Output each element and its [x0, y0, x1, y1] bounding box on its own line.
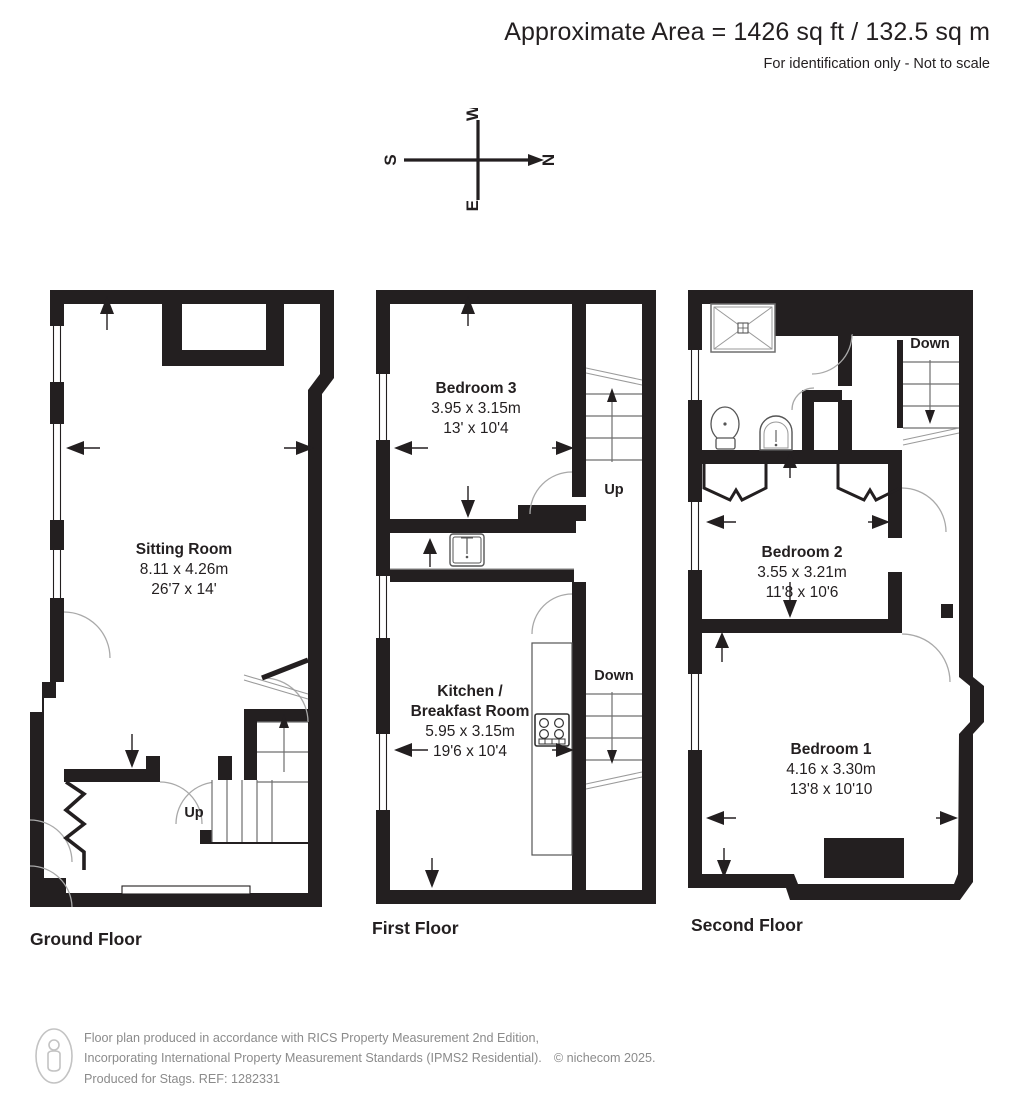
ground-floor-dimension-arrows [66, 296, 314, 768]
footer-line-1: Floor plan produced in accordance with R… [84, 1031, 540, 1045]
ground-floor-plan: Up [22, 282, 352, 907]
footer-text-block: Floor plan produced in accordance with R… [84, 1025, 656, 1089]
compass-west: W [463, 108, 482, 121]
first-floor-plan: Up Down [366, 282, 666, 907]
basin-icon [759, 415, 793, 451]
footer-copyright: © nichecom 2025. [553, 1051, 656, 1066]
ground-floor-step-connector [63, 780, 87, 870]
ground-floor-doors [29, 611, 309, 907]
page-title: Approximate Area = 1426 sq ft / 132.5 sq… [504, 18, 990, 46]
first-stair-label-down: Down [594, 668, 633, 684]
room-dim-imperial: 11'8 x 10'6 [766, 584, 839, 601]
hob-icon [534, 713, 570, 747]
room-dim-metric: 5.95 x 3.15m [425, 723, 515, 740]
room-dim-imperial: 26'7 x 14' [151, 581, 216, 598]
toilet-icon [710, 406, 740, 450]
header-subtitle: For identification only - Not to scale [763, 56, 990, 72]
second-floor-walls [688, 290, 984, 900]
floor-label-first: First Floor [372, 918, 459, 938]
room-name: Bedroom 1 [791, 741, 872, 758]
ground-floor-rear-bay [100, 844, 308, 895]
room-dim-imperial: 13'8 x 10'10 [790, 781, 873, 798]
person-icon [34, 1027, 74, 1085]
floor-label-second: Second Floor [691, 915, 803, 935]
second-floor-dimension-arrows [706, 452, 958, 878]
compass-east: E [463, 200, 482, 211]
room-name-line2: Breakfast Room [411, 703, 530, 720]
room-name: Bedroom 2 [762, 544, 843, 561]
ground-floor-windows [50, 326, 64, 598]
first-stair-label-up: Up [604, 482, 623, 498]
second-floor-windows [688, 350, 702, 750]
room-dim-metric: 3.55 x 3.21m [757, 564, 847, 581]
header: Approximate Area = 1426 sq ft / 132.5 sq… [504, 18, 990, 72]
footer-line-2-text: Incorporating International Property Mea… [84, 1051, 542, 1066]
kitchen-sink-icon [390, 533, 574, 570]
room-name: Kitchen / [437, 683, 503, 700]
second-stair-label-down: Down [910, 336, 949, 352]
room-label-sitting-room: Sitting Room 8.11 x 4.26m 26'7 x 14' [136, 541, 232, 598]
room-dim-imperial: 13' x 10'4 [443, 420, 509, 437]
room-label-bedroom-2: Bedroom 2 3.55 x 3.21m 11'8 x 10'6 [757, 544, 847, 601]
room-dim-metric: 3.95 x 3.15m [431, 400, 521, 417]
ground-stair-label-up: Up [184, 805, 203, 821]
room-dim-imperial: 19'6 x 10'4 [433, 743, 507, 760]
room-dim-metric: 4.16 x 3.30m [786, 761, 876, 778]
second-floor-staircase-down: Down [902, 336, 960, 446]
compass-rose: W E S N [376, 108, 576, 213]
compass-south: S [381, 154, 400, 165]
footer: Floor plan produced in accordance with R… [34, 1025, 656, 1089]
footer-line-3: Produced for Stags. REF: 1282331 [84, 1071, 281, 1086]
room-name: Bedroom 3 [436, 380, 517, 397]
first-floor-staircase-up: Up [585, 367, 643, 498]
room-label-bedroom-3: Bedroom 3 3.95 x 3.15m 13' x 10'4 [431, 380, 521, 437]
floor-label-ground: Ground Floor [30, 929, 142, 949]
first-floor-walls [376, 290, 656, 904]
shower-tray-icon [710, 303, 776, 353]
second-floor-doors [791, 333, 951, 683]
room-dim-metric: 8.11 x 4.26m [140, 561, 228, 578]
wardrobe-icons [702, 464, 902, 502]
ground-floor-staircase-up: Up [184, 674, 309, 842]
first-floor-doors [529, 471, 573, 635]
first-floor-staircase-down: Down [585, 668, 643, 790]
chimney-breast [824, 838, 904, 878]
compass-north: N [539, 154, 558, 166]
first-floor-windows [376, 374, 390, 810]
second-floor-plan: Down [678, 282, 998, 907]
footer-line-2: Incorporating International Property Mea… [84, 1048, 656, 1068]
room-label-kitchen-breakfast-room: Kitchen / Breakfast Room 5.95 x 3.15m 19… [411, 683, 530, 760]
room-label-bedroom-1: Bedroom 1 4.16 x 3.30m 13'8 x 10'10 [786, 741, 876, 798]
first-floor-dimension-arrows [394, 296, 574, 888]
room-name: Sitting Room [136, 541, 232, 558]
